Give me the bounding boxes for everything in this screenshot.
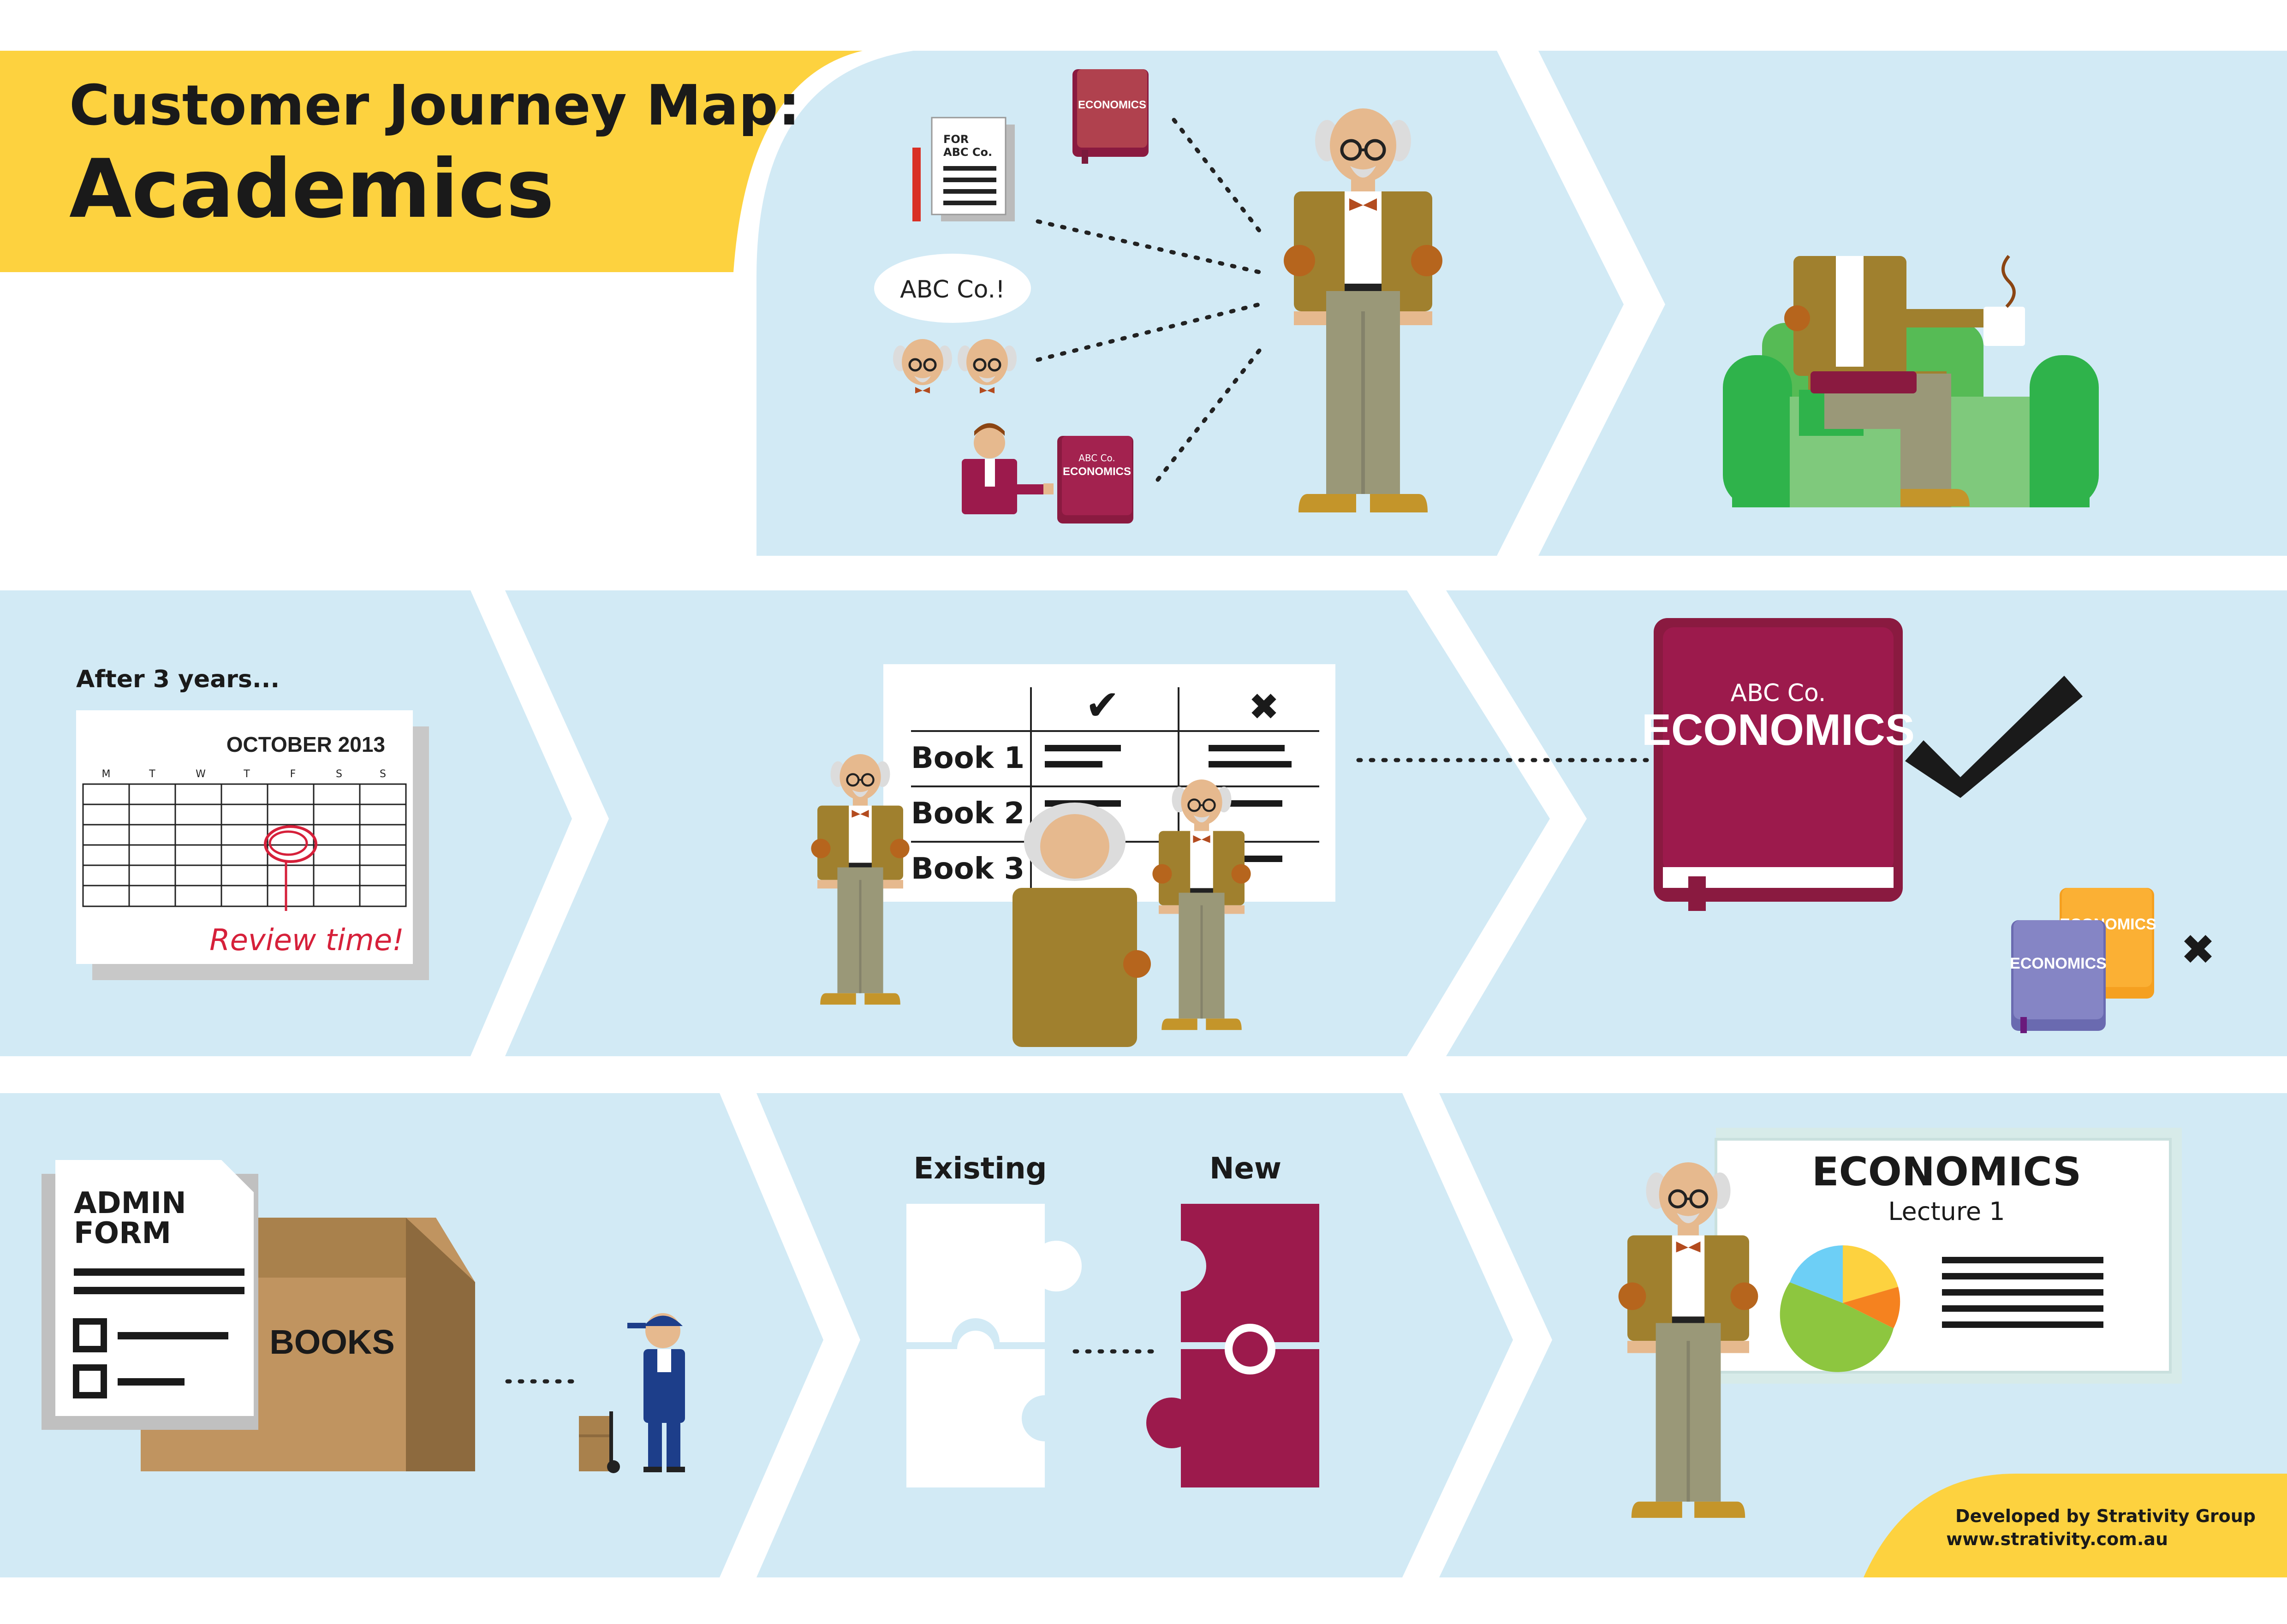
review-time-label: Review time! <box>209 923 404 958</box>
book-top-label: ECONOMICS <box>1078 99 1146 111</box>
title-line-1: Customer Journey Map: <box>69 74 800 138</box>
rejected-books: ECONOMICS ECONOMICS <box>2010 888 2156 1033</box>
calendar-month: OCTOBER 2013 <box>226 732 385 756</box>
title-banner <box>0 51 863 272</box>
book-row-label: Book 1 <box>911 741 1024 775</box>
big-book-label-2: ECONOMICS <box>1642 705 1915 755</box>
credits-line-2: www.strativity.com.au <box>1946 1529 2168 1549</box>
admin-form-label-2: FORM <box>74 1216 171 1250</box>
armchair-scene <box>1723 255 2099 507</box>
rep-book-label-1: ABC Co. <box>1078 452 1115 464</box>
rep-book-icon: ABC Co. ECONOMICS <box>1057 436 1133 523</box>
day-label: T <box>243 768 250 780</box>
stage-7-panel <box>756 1093 1513 1577</box>
rejected-book-label-2: ECONOMICS <box>2010 955 2107 972</box>
day-label: W <box>196 768 206 780</box>
day-label: S <box>380 768 386 780</box>
admin-form-label-1: ADMIN <box>74 1186 186 1220</box>
cross-column-icon: ✖ <box>1248 685 1279 728</box>
credits-line-1: Developed by Strativity Group <box>1955 1506 2256 1526</box>
document-icon: FOR ABC Co. <box>912 117 1015 221</box>
speech-bubble <box>874 254 1031 323</box>
professor-back-view <box>1012 803 1151 1047</box>
approved-check-icon <box>1905 676 2083 798</box>
book-row-label: Book 3 <box>911 852 1024 886</box>
new-label: New <box>1209 1152 1281 1186</box>
rejected-cross-icon: ✖ <box>2180 926 2215 974</box>
economics-book-icon: ECONOMICS <box>1072 69 1149 164</box>
day-label: T <box>149 768 155 780</box>
check-column-icon: ✔ <box>1085 681 1120 730</box>
pencil-icon <box>912 148 921 221</box>
existing-label: Existing <box>914 1152 1047 1186</box>
calendar: OCTOBER 2013 M T W T F S S <box>76 710 429 980</box>
rep-book-label-2: ECONOMICS <box>1063 465 1131 478</box>
day-label: S <box>336 768 342 780</box>
speech-text: ABC Co.! <box>900 276 1005 303</box>
big-book-label-1: ABC Co. <box>1731 679 1826 707</box>
delivery-person <box>579 1313 685 1473</box>
day-label: M <box>102 768 111 780</box>
influence-dots <box>1036 118 1262 482</box>
credits-banner <box>1864 1474 2287 1577</box>
stage-1-curve <box>756 51 913 277</box>
lecture-title: ECONOMICS <box>1812 1149 2081 1195</box>
books-box-label: BOOKS <box>269 1323 394 1361</box>
pie-chart-icon <box>1780 1245 1900 1372</box>
after-3-years-label: After 3 years... <box>76 666 280 693</box>
book-row-label: Book 2 <box>911 797 1024 831</box>
lecture-slide: ECONOMICS Lecture 1 <box>1715 1128 2182 1384</box>
day-label: F <box>290 768 296 780</box>
row-2: After 3 years... OCTOBER 2013 M T W T F … <box>0 590 2287 1056</box>
existing-puzzle-piece <box>906 1204 1082 1487</box>
lecture-subtitle: Lecture 1 <box>1888 1197 2005 1226</box>
sales-rep-figure <box>962 423 1054 514</box>
row-3: BOOKS ADMIN FORM <box>0 1093 2287 1577</box>
document-label-2: ABC Co. <box>943 146 992 159</box>
new-puzzle-piece <box>1146 1204 1319 1487</box>
admin-form: ADMIN FORM <box>42 1160 258 1430</box>
title-line-2: Academics <box>69 143 554 236</box>
row-1: Customer Journey Map: Academics FOR ABC … <box>0 51 2287 556</box>
chosen-economics-book: ABC Co. ECONOMICS <box>1642 618 1915 911</box>
document-label-1: FOR <box>943 133 969 146</box>
